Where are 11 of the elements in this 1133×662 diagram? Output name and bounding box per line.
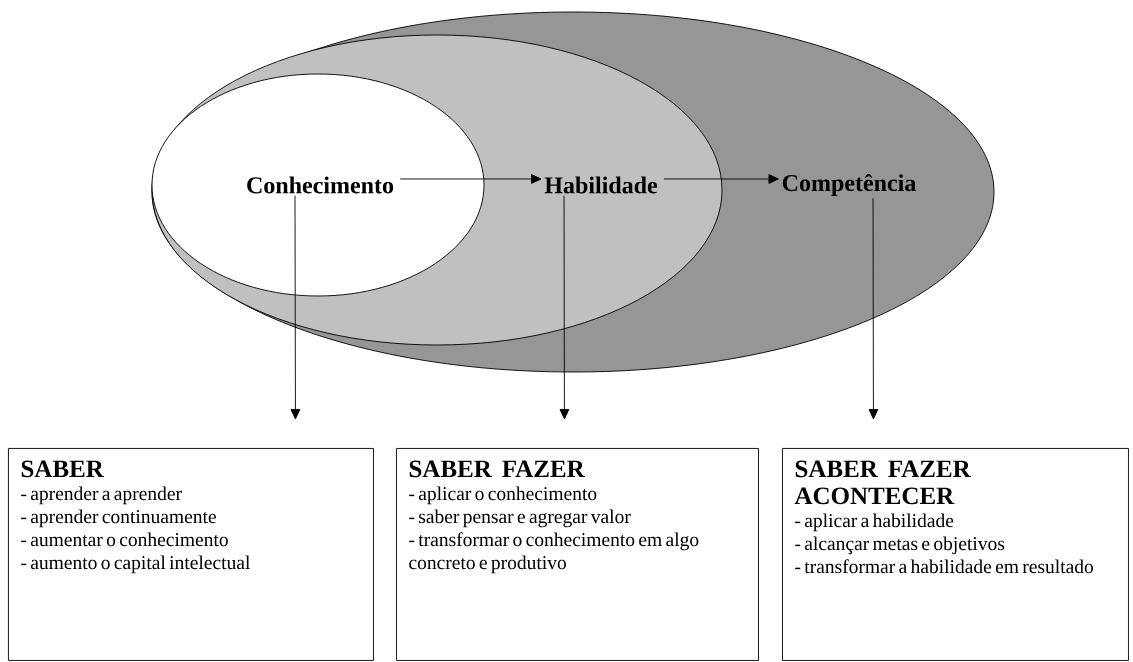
text-box: SABER FAZER - aplicar o conhecimento - saber pensar e agregar valor - transformar o conhecimento em algo concreto e produtivo [396,448,759,661]
arrow [559,195,570,420]
arrow [290,195,301,420]
ellipse-label: Competência [782,174,916,196]
ellipse-label: Habilidade [544,176,658,194]
arrow [399,174,542,184]
text-box: SABER - aprender a aprender - aprender continuamente - aumentar o conhecimento - aumento o capital intelectual [8,448,374,661]
arrow [663,174,779,184]
text-box: SABER FAZER ACONTECER - aplicar a habilidade - alcançar metas e objetivos - transformar a habilidade em resultado [782,448,1129,661]
arrow [868,197,879,420]
ellipse-label: Conhecimento [247,176,394,194]
